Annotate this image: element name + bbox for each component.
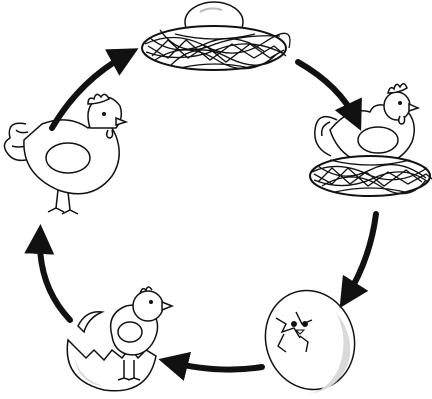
hatching-chick-icon	[67, 287, 172, 391]
hen-body	[315, 84, 418, 164]
arrow-egg-to-hatching-chick	[170, 362, 262, 370]
arrow-egg-to-hen-on-nest	[298, 62, 356, 120]
nest	[142, 26, 290, 70]
egg-in-nest-icon	[142, 2, 290, 70]
arrow-chick-to-hen	[40, 236, 70, 320]
hen-on-nest-icon	[310, 84, 432, 196]
arrow-nest-to-cracking-egg	[346, 214, 376, 298]
nest	[310, 156, 432, 196]
